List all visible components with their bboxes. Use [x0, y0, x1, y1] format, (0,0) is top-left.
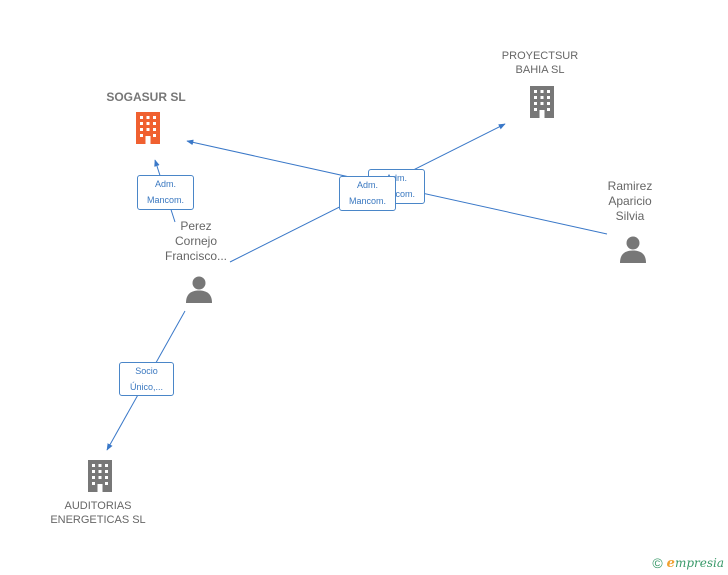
company-label-sogasur[interactable]: SOGASUR SL — [106, 90, 186, 104]
copyright-credit: © empresia — [652, 555, 724, 571]
person-icon[interactable] — [184, 274, 214, 304]
brand-logo: empresia — [667, 555, 724, 571]
person-icon[interactable] — [618, 234, 648, 264]
brand-initial: e — [666, 556, 675, 571]
person-label-ramirez[interactable]: Ramirez Aparicio Silvia — [607, 179, 653, 223]
relation-box-perez-proyectsur[interactable]: Adm. Mancom. — [339, 176, 396, 211]
building-icon[interactable] — [84, 458, 116, 494]
person-label-perez[interactable]: Perez Cornejo Francisco... — [164, 219, 227, 263]
building-icon[interactable] — [132, 110, 164, 146]
company-label-proyectsur[interactable]: PROYECTSUR BAHIA SL — [501, 50, 579, 76]
copyright-icon: © — [652, 555, 663, 571]
brand-name: mpresia — [674, 556, 724, 570]
company-label-auditorias[interactable]: AUDITORIAS ENERGETICAS SL — [50, 500, 146, 526]
relation-box-perez-sogasur[interactable]: Adm. Mancom. — [137, 175, 194, 210]
building-icon[interactable] — [526, 84, 558, 120]
relation-box-perez-auditorias[interactable]: Socio Único,... — [119, 362, 174, 396]
